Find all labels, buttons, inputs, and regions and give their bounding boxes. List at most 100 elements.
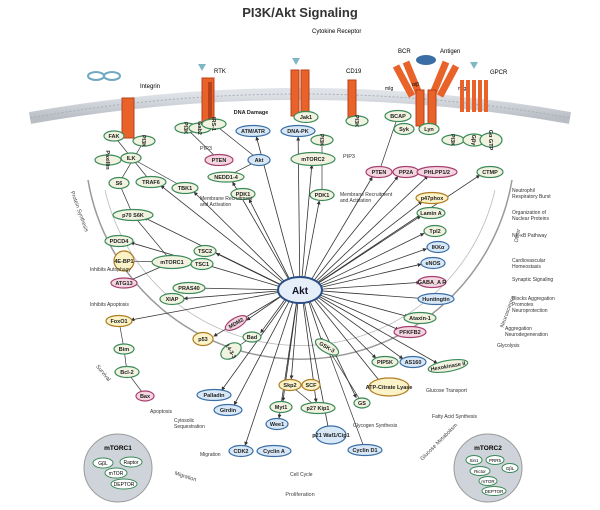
fak-node-label: FAK <box>109 134 120 140</box>
pten1-node: PTEN <box>204 153 234 167</box>
edge-akt-ataxin <box>319 292 409 318</box>
mdm2-node: MDM2 <box>224 315 248 331</box>
ilk-node: ILK <box>120 152 142 164</box>
pten2-node: PTEN <box>365 165 393 179</box>
category-migration-arc: Migration <box>174 471 197 484</box>
akt-hub-shape <box>277 276 323 304</box>
syk-node: Syk <box>393 122 415 136</box>
pdk1b-node: PDK1 <box>309 188 335 202</box>
cd19-label: CD19 <box>346 69 362 75</box>
syk-node-shape <box>393 122 415 136</box>
myt1-node-label: Myt1 <box>275 405 288 411</box>
pi3k3-node: PI3K <box>310 134 334 146</box>
enos-node: eNOS <box>420 256 446 270</box>
irs1-node-shape <box>201 118 227 130</box>
girdin-node: Girdin <box>213 403 243 417</box>
mtorc1-part: GβL <box>98 461 108 467</box>
bad-node-label: Bad <box>247 335 257 341</box>
girdin-node-label: Girdin <box>220 408 237 414</box>
edge-akt-laminA <box>317 215 421 285</box>
foxo1-node-label: FoxO1 <box>110 319 127 325</box>
dnapk-node-label: DNA-PK <box>287 129 308 135</box>
edge-akt-tbk1 <box>193 191 286 283</box>
gs-node-shape <box>353 397 371 409</box>
mtorc1-complex: mTORC1 GβL Raptor mTOR DEPTOR <box>83 433 153 503</box>
skp2-node-shape <box>278 378 302 392</box>
jak1-node-shape <box>293 110 319 124</box>
integrin-receptor: Integrin <box>87 71 160 139</box>
edge-akt-acl <box>313 298 382 383</box>
category-other: Other <box>514 228 522 243</box>
gab2-node-label: Gab2 <box>196 121 202 135</box>
pip5k-node: PIP5K <box>371 355 399 369</box>
p27-node: p27 Kip1 <box>300 401 336 415</box>
gabaa-node-shape <box>417 275 447 289</box>
pip3b-label: PIP3 <box>343 154 355 160</box>
ilk-node-label: ILK <box>127 156 136 162</box>
akt-hub: Akt <box>277 276 323 304</box>
myt1-node-shape <box>269 400 293 414</box>
pdcd4-node-label: PDCD4 <box>110 239 130 245</box>
s6-node-label: S6 <box>116 181 123 187</box>
mdm2-node-shape <box>224 315 248 331</box>
inhibits-apoptosis-label: Inhibits Apoptosis <box>90 302 129 308</box>
edge-akt-pp2a <box>313 176 399 282</box>
bcl2-node-shape <box>114 365 140 379</box>
bad-node: Bad <box>242 331 262 343</box>
cycd1-node-label: Cyclin D1 <box>352 448 377 454</box>
page-title: PI3K/Akt Signaling <box>242 5 358 20</box>
bcap-node-label: BCAP <box>390 114 406 120</box>
pi3k3-node-shape <box>310 134 334 146</box>
pi3k4-node-shape <box>345 115 369 127</box>
p47-node-label: p47phox <box>421 196 445 202</box>
edge-akt-hk2 <box>317 295 438 364</box>
edge-akt-p47 <box>316 201 423 284</box>
edge-akt-pfkfb2 <box>318 293 400 331</box>
fak-node-shape <box>103 130 125 142</box>
lyn-node-label: Lyn <box>424 127 434 133</box>
mtorc2-part: PRR5 <box>489 458 502 463</box>
wee1-node-shape <box>265 417 289 431</box>
akt-top-node-shape <box>247 153 271 167</box>
traf6-node-shape <box>135 175 167 189</box>
mtorc1-node-label: mTORC1 <box>160 260 183 266</box>
hk2-node-shape <box>427 358 469 374</box>
mtorc2-part: Sin1 <box>469 458 479 463</box>
dna-damage-node-label: DNA Damage <box>234 110 269 116</box>
mtorc2-part: Rictor <box>474 469 486 474</box>
jak1-node: Jak1 <box>293 110 319 124</box>
p53-node-label: p53 <box>198 337 207 343</box>
ctmp-node: CTMP <box>476 165 504 179</box>
pi3k4-node-label: PI3K <box>353 115 359 127</box>
tsc2-node-shape <box>193 244 217 258</box>
dna-damage-node: DNA Damage <box>234 110 269 116</box>
p53-node-shape <box>192 331 214 347</box>
atm-node-shape <box>235 124 271 138</box>
tsc2-node-label: TSC2 <box>198 249 212 255</box>
bcl2-node: Bcl-2 <box>114 365 140 379</box>
skp2-node: Skp2 <box>278 378 302 392</box>
paxillin-node-label: Paxillin <box>104 150 110 170</box>
ebp1-node-label: 4E-BP1 <box>114 259 133 265</box>
p70-node-label: p70 S6K <box>122 213 144 219</box>
cyca-node: Cyclin A <box>256 444 292 458</box>
gs-node-label: GS <box>358 401 366 407</box>
edge-akt-pten2 <box>310 176 373 281</box>
migration-label: Migration <box>200 452 221 458</box>
edge-akt-pip5k <box>314 297 377 359</box>
gs-node: GS <box>353 397 371 409</box>
apoptosis-label: Apoptosis <box>150 409 172 415</box>
fak-node: FAK <box>103 130 125 142</box>
gsk3-node-shape <box>314 338 340 356</box>
s6-node-shape <box>108 176 130 190</box>
as160-node-shape <box>399 355 427 369</box>
atg13-node: ATG13 <box>110 277 138 289</box>
ctmp-node-shape <box>476 165 504 179</box>
xiap-node-shape <box>159 292 185 306</box>
mtorc2-part: mTOR <box>481 479 495 484</box>
foxo1-node: FoxO1 <box>105 314 133 328</box>
pi3k5-node: PI3K <box>441 134 465 146</box>
